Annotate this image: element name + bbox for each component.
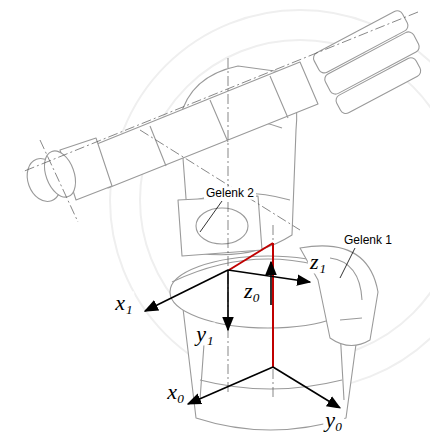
axis-centerline bbox=[40, 140, 78, 222]
motor bbox=[334, 56, 423, 116]
axis-centerline bbox=[228, 58, 229, 395]
leader-line bbox=[200, 201, 355, 278]
joint1-detail bbox=[330, 258, 362, 320]
wrist-flange bbox=[39, 147, 82, 202]
joint2-motor bbox=[178, 196, 262, 256]
forearm bbox=[92, 62, 318, 188]
axis-label: y₁ bbox=[194, 322, 215, 345]
axis-centerline bbox=[273, 225, 274, 400]
axis-label: z₁ bbox=[308, 250, 328, 273]
frame-arrows bbox=[145, 262, 340, 408]
axis-centerline bbox=[22, 12, 418, 172]
axis-label: x₁ bbox=[113, 291, 134, 314]
axis-label: x₀ bbox=[165, 380, 186, 403]
axis-arrow bbox=[273, 367, 340, 408]
joint1-housing bbox=[300, 246, 378, 346]
axis-label: z₀ bbox=[242, 279, 262, 302]
axis-arrow bbox=[188, 367, 273, 404]
axis-arrow bbox=[145, 270, 228, 311]
axis-centerline bbox=[140, 130, 300, 230]
link-line bbox=[229, 243, 273, 270]
joint-label: Gelenk 2 bbox=[204, 187, 256, 200]
robot-outline bbox=[21, 9, 430, 430]
leader-line bbox=[200, 201, 222, 232]
link-line bbox=[229, 243, 273, 367]
axis-label: y₀ bbox=[323, 409, 344, 432]
axis-arrow bbox=[228, 270, 310, 282]
leader-line bbox=[340, 248, 355, 278]
link-line bbox=[272, 243, 274, 367]
joint-label: Gelenk 1 bbox=[342, 234, 394, 247]
axis-centerline bbox=[22, 12, 418, 400]
axis-arrow bbox=[227, 270, 229, 330]
forearm-detail bbox=[150, 76, 288, 166]
axis-arrow bbox=[270, 262, 272, 305]
motor-pack bbox=[311, 9, 430, 116]
